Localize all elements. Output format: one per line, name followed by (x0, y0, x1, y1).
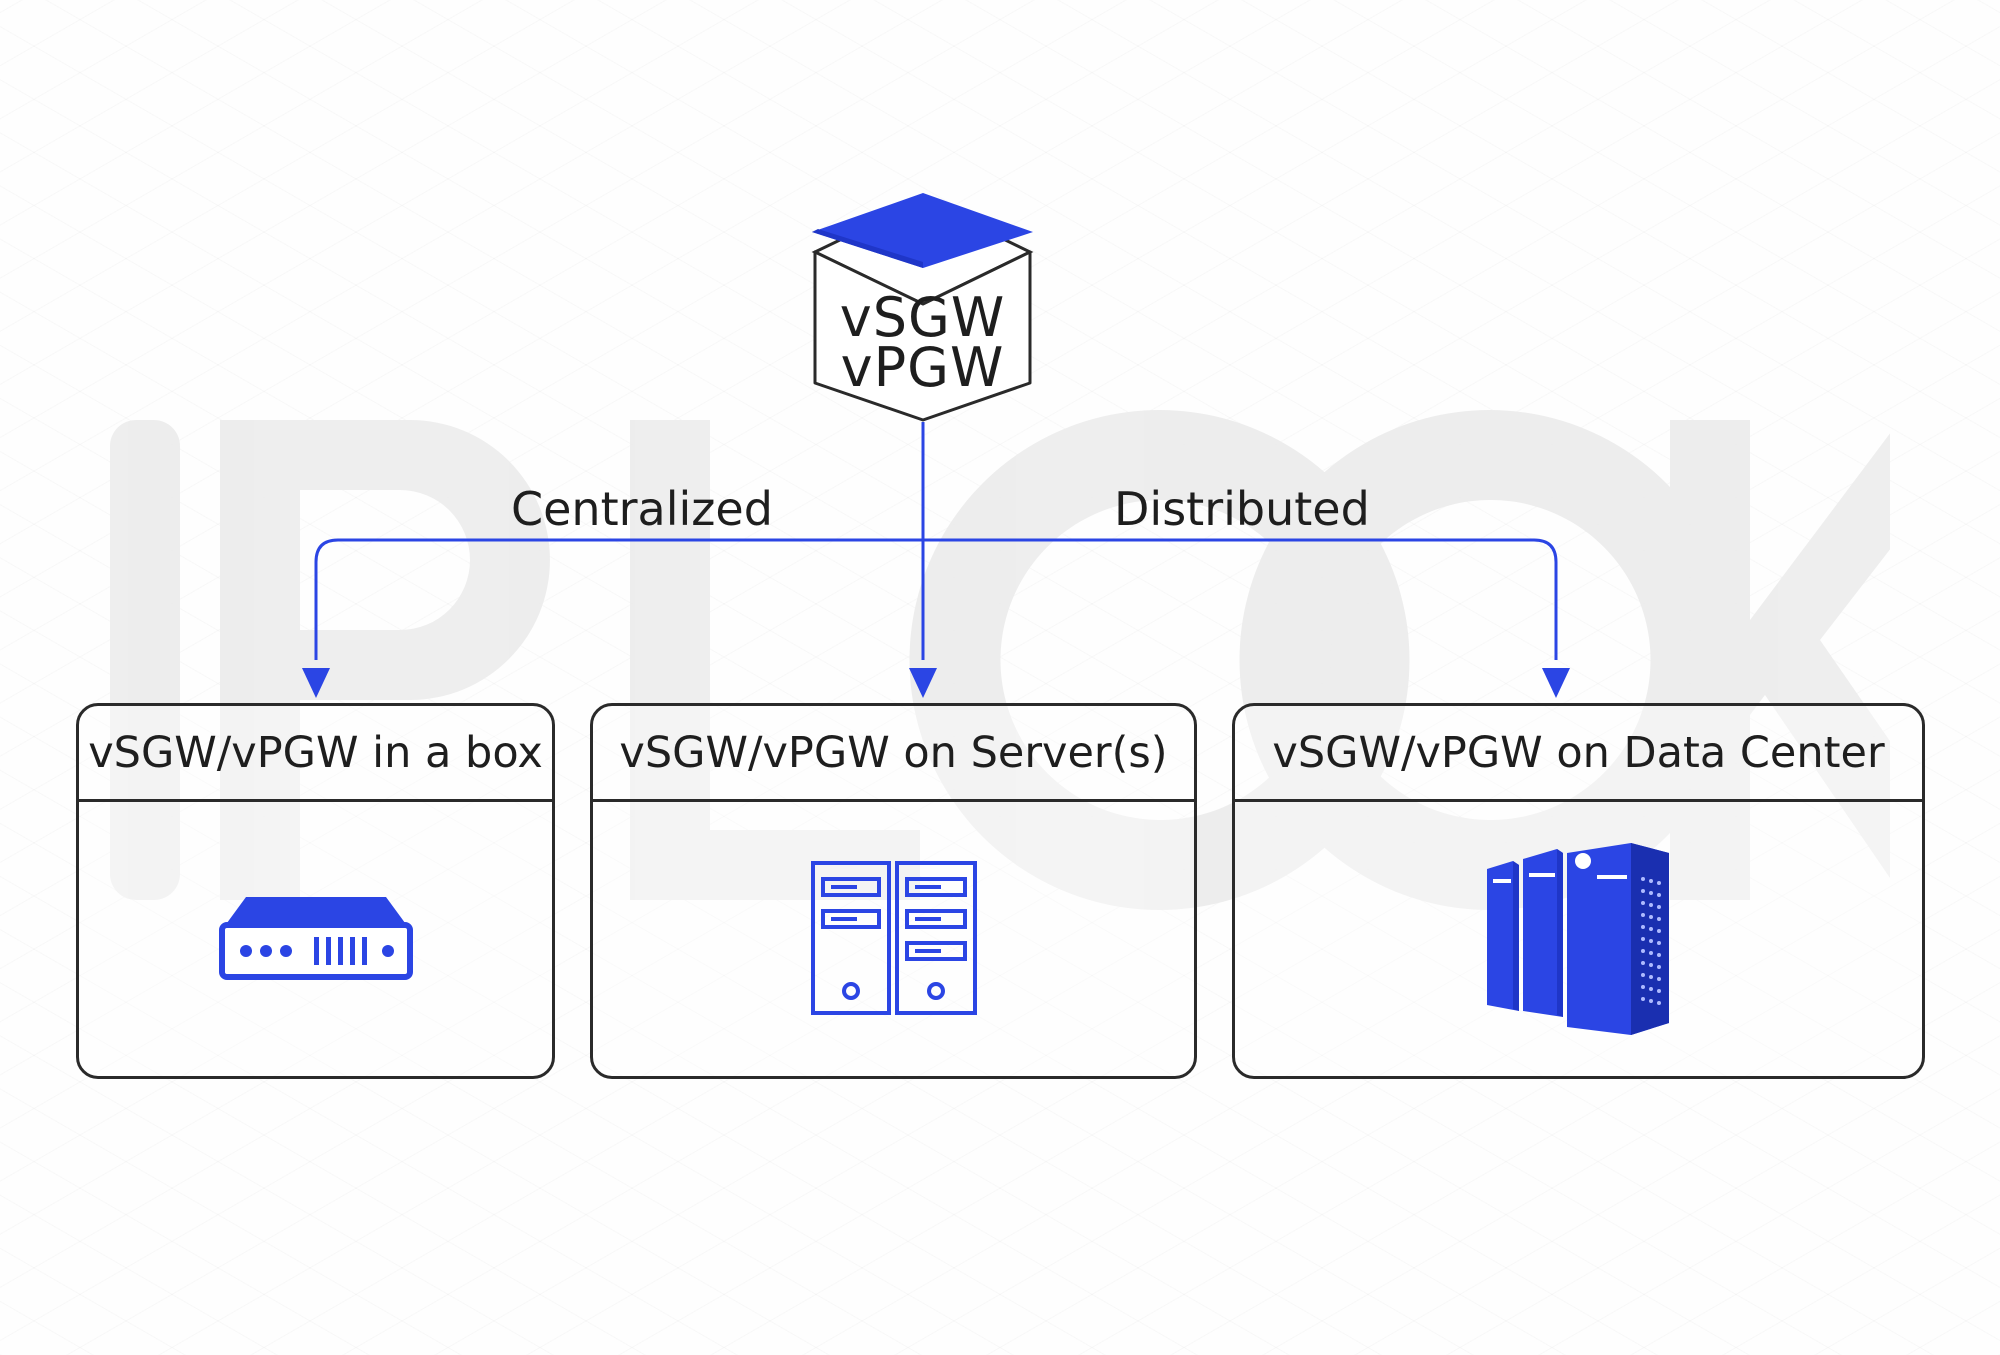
data-center-icon (1486, 843, 1669, 1035)
arrow-center (909, 668, 937, 698)
edge-label-centralized: Centralized (511, 482, 773, 536)
edge-label-distributed: Distributed (1114, 482, 1370, 536)
hub-label-line1: vSGW (839, 286, 1006, 349)
tower-servers-icon (810, 861, 977, 1015)
arrow-right (1542, 668, 1570, 698)
network-appliance-icon (218, 897, 413, 980)
node-title: vSGW/vPGW on Server(s) (593, 706, 1194, 802)
node-box-on-data-center: vSGW/vPGW on Data Center (1232, 703, 1925, 1079)
node-box-in-a-box: vSGW/vPGW in a box (76, 703, 555, 1079)
arrow-left (302, 668, 330, 698)
node-title: vSGW/vPGW on Data Center (1235, 706, 1922, 802)
hub-cube-icon (811, 193, 1034, 422)
node-box-on-servers: vSGW/vPGW on Server(s) (590, 703, 1197, 1079)
bus-connector (314, 538, 1558, 660)
hub-label-line2: vPGW (840, 336, 1005, 399)
node-title: vSGW/vPGW in a box (79, 706, 552, 802)
